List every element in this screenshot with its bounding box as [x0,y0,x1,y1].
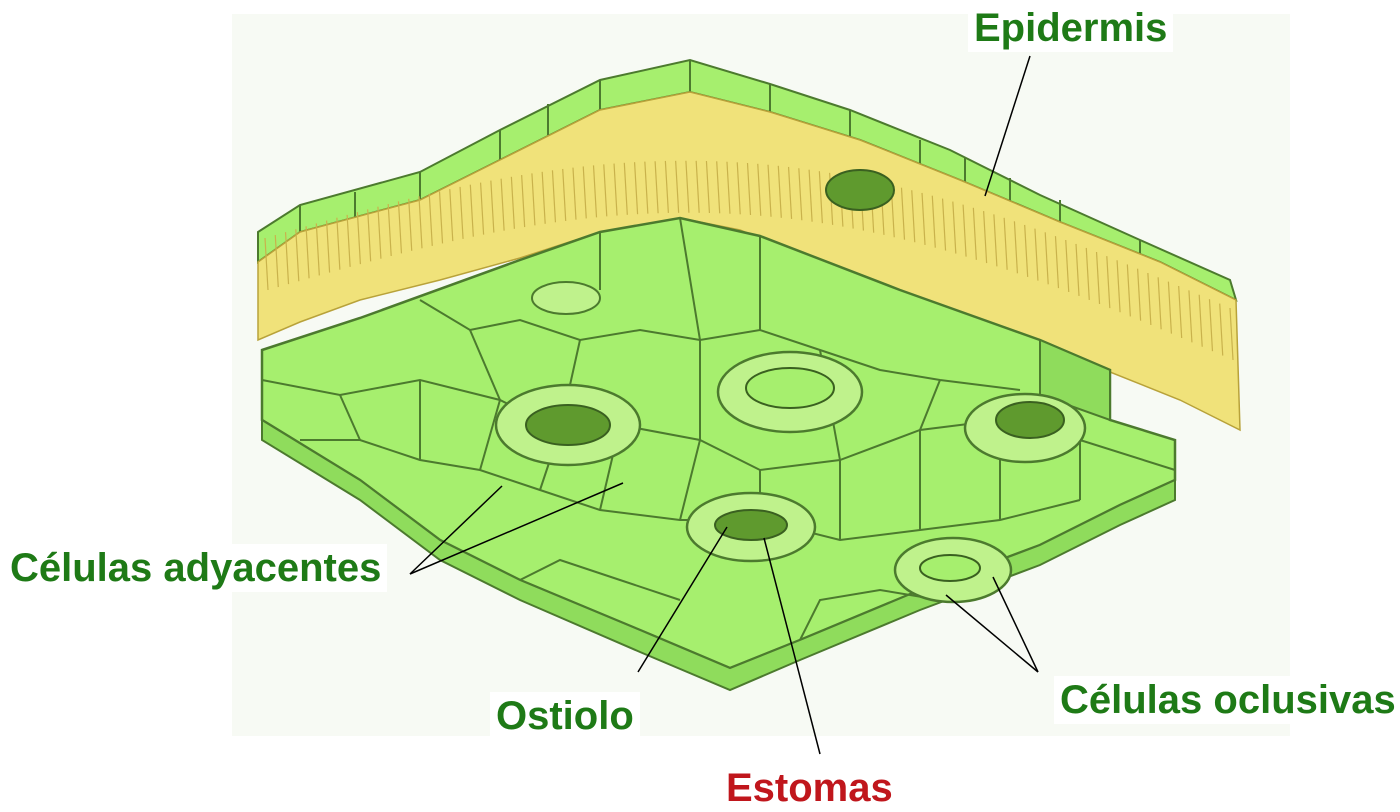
stoma-5 [965,394,1085,462]
adjacent-cells-label: Células adyacentes [4,544,387,592]
stoma-1 [496,385,640,465]
ostiole-label: Ostiolo [490,692,640,740]
stomata-label: Estomas [720,764,899,812]
stoma-2 [718,352,862,432]
guard-cells-label: Células oclusivas [1054,676,1400,724]
stoma-4 [895,538,1011,602]
stoma-3 [687,493,815,561]
epidermis-label: Epidermis [968,4,1173,52]
